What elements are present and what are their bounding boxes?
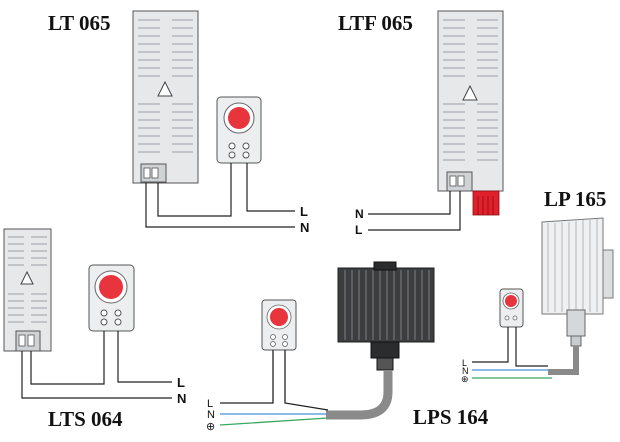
lp165-terminal-n: N xyxy=(462,366,469,376)
warning-triangle-icon xyxy=(20,270,34,285)
ltf065-terminal-n: N xyxy=(355,207,364,221)
lp165-cable xyxy=(548,346,579,375)
lt065-group: LT 065 xyxy=(48,10,309,235)
lt065-heater xyxy=(132,10,199,184)
lp165-thermostat xyxy=(499,288,524,328)
lps164-terminal-n: N xyxy=(207,409,215,421)
lps164-label: LPS 164 xyxy=(413,405,489,429)
lps164-heater xyxy=(337,261,435,371)
lps164-group: L N ⊕ LPS 164 xyxy=(206,261,489,433)
thermostat-dial-icon xyxy=(228,107,250,129)
warning-triangle-icon xyxy=(462,84,478,101)
lps164-terminal-pe: ⊕ xyxy=(206,421,215,433)
ltf065-label: LTF 065 xyxy=(338,11,413,35)
warning-triangle-icon xyxy=(157,80,173,97)
thermostat-dial-icon xyxy=(99,275,123,299)
lp165-heater xyxy=(541,217,614,347)
lps164-cable xyxy=(326,370,393,420)
lts064-label: LTS 064 xyxy=(48,407,123,431)
ltf065-group: LTF 065 xyxy=(338,10,504,237)
lts064-thermostat xyxy=(88,264,135,332)
lp165-terminal-pe: ⊕ xyxy=(461,374,469,384)
lt065-wires xyxy=(145,163,295,228)
lts064-heater xyxy=(3,228,52,352)
lps164-wires xyxy=(219,350,329,426)
lp165-terminal-l: L xyxy=(462,358,467,368)
lts064-terminal-l: L xyxy=(177,375,185,390)
fan-connector-icon xyxy=(472,190,500,216)
ltf065-heater xyxy=(437,10,504,216)
thermostat-dial-icon xyxy=(270,308,288,326)
lts064-terminal-n: N xyxy=(177,391,186,406)
ltf065-wires xyxy=(368,191,461,231)
lps164-thermostat xyxy=(261,299,297,351)
lp165-label: LP 165 xyxy=(544,187,606,211)
lt065-thermostat xyxy=(216,96,262,164)
ltf065-terminal-l: L xyxy=(355,223,362,237)
thermostat-dial-icon xyxy=(505,295,517,307)
lts064-wires xyxy=(21,331,172,399)
lp165-group: LP 165 L N ⊕ xyxy=(461,187,614,384)
lt065-terminal-n: N xyxy=(300,220,309,235)
lt065-terminal-l: L xyxy=(300,204,308,219)
lts064-group: L N LTS 064 xyxy=(3,228,186,431)
lp165-wires xyxy=(472,327,552,379)
lps164-terminal-l: L xyxy=(207,398,213,410)
lt065-label: LT 065 xyxy=(48,11,110,35)
